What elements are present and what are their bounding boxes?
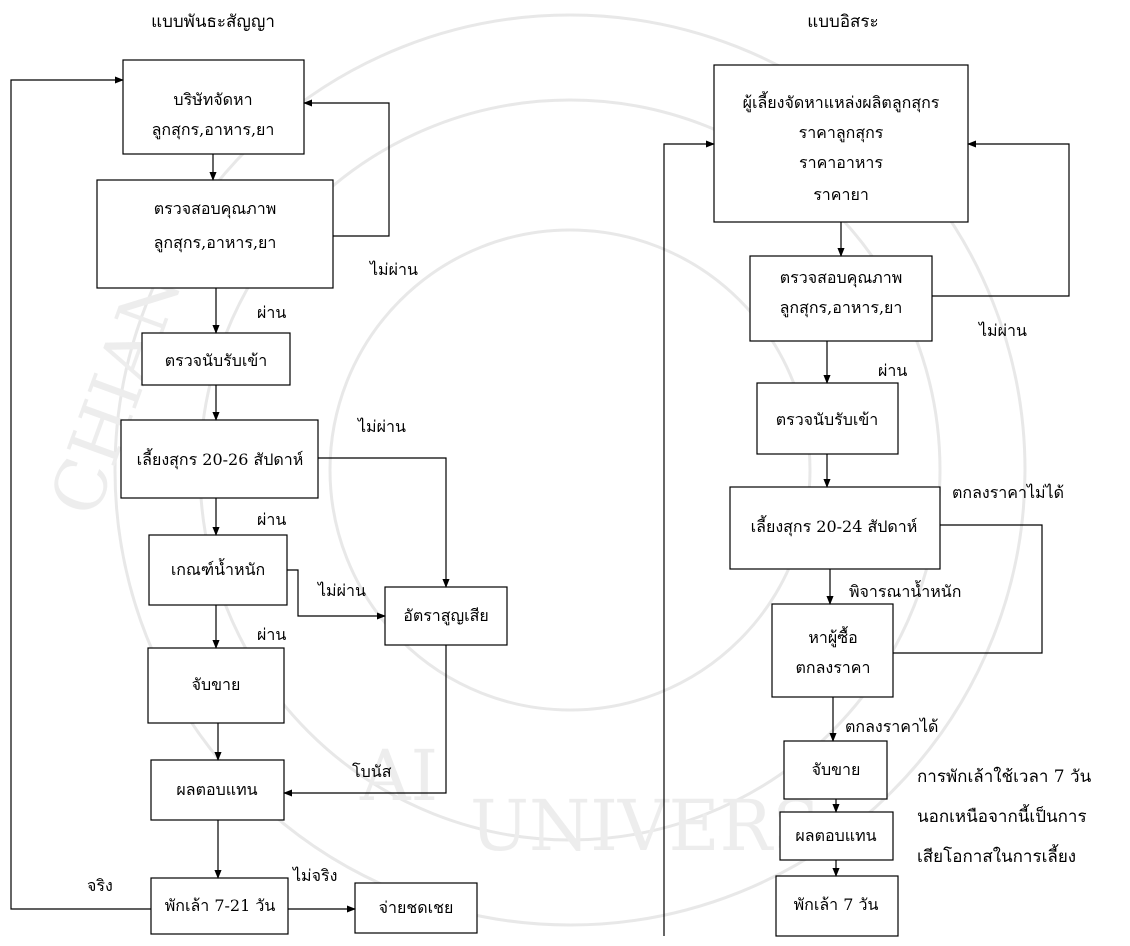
right-box-buyer: หาผู้ซื้อ ตกลงราคา <box>771 603 894 698</box>
right-box-return: ผลตอบแทน <box>779 811 894 861</box>
left-flow: แบบพันธะสัญญา บริษัทจัดหา ลูกสุกร,อาหาร,… <box>10 12 508 935</box>
left-box-supply-line-1: บริษัทจัดหา <box>173 90 252 109</box>
left-label-pass-weight: ผ่าน <box>257 625 286 644</box>
left-box-sell-text: จับขาย <box>192 675 241 694</box>
left-box-receive: ตรวจนับรับเข้า <box>141 332 291 386</box>
right-box-supply-line-1: ผู้เลี้ยงจัดหาแหล่งผลิตลูกสุกร <box>743 91 940 113</box>
right-note-line-3: เสียโอกาสในการเลี้ยง <box>917 844 1076 867</box>
left-label-pass-raise: ผ่าน <box>257 510 286 529</box>
svg-text:UNIVERS: UNIVERS <box>470 785 820 867</box>
left-label-true: จริง <box>87 876 113 895</box>
right-label-deal: ตกลงราคาได้ <box>845 717 938 736</box>
left-box-inspect: ตรวจสอบคุณภาพ ลูกสุกร,อาหาร,ยา <box>96 179 334 289</box>
right-box-supply-line-3: ราคาอาหาร <box>799 153 883 172</box>
right-note-line-1: การพักเล้าใช้เวลา 7 วัน <box>917 766 1092 787</box>
svg-text:AI: AI <box>359 735 438 817</box>
left-title: แบบพันธะสัญญา <box>151 12 275 32</box>
left-box-compensate: จ่ายชดเชย <box>354 882 478 934</box>
right-box-return-text: ผลตอบแทน <box>795 826 876 845</box>
right-box-receive-text: ตรวจนับรับเข้า <box>776 410 879 429</box>
right-side-note: การพักเล้าใช้เวลา 7 วัน นอกเหนือจากนี้เป… <box>917 766 1092 867</box>
right-box-receive: ตรวจนับรับเข้า <box>756 382 899 455</box>
right-box-inspect: ตรวจสอบคุณภาพ ลูกสุกร,อาหาร,ยา <box>749 255 933 342</box>
right-label-consider-weight: พิจารณาน้ำหนัก <box>849 580 961 601</box>
right-box-supply-line-2: ราคาลูกสุกร <box>799 123 884 143</box>
left-label-bonus: โบนัส <box>352 762 392 781</box>
right-box-buyer-line-1: หาผู้ซื้อ <box>808 626 857 648</box>
right-label-fail: ไม่ผ่าน <box>977 321 1027 340</box>
left-label-pass-inspect: ผ่าน <box>257 303 286 322</box>
right-box-inspect-line-1: ตรวจสอบคุณภาพ <box>780 268 903 288</box>
left-box-raise-text: เลี้ยงสุกร 20-26 สัปดาห์ <box>137 448 304 470</box>
left-box-compensate-text: จ่ายชดเชย <box>379 898 454 917</box>
left-box-rest-text: พักเล้า 7-21 วัน <box>165 896 276 915</box>
left-box-weight: เกณฑ์น้ำหนัก <box>148 534 288 606</box>
left-box-weight-text: เกณฑ์น้ำหนัก <box>171 558 265 579</box>
right-box-sell: จับขาย <box>783 740 888 800</box>
left-box-sell: จับขาย <box>147 647 285 724</box>
left-label-fail-inspect: ไม่ผ่าน <box>368 260 418 279</box>
left-box-return-text: ผลตอบแทน <box>176 780 257 799</box>
right-box-supply-line-4: ราคายา <box>813 185 869 204</box>
right-connectors <box>663 140 1070 936</box>
left-box-supply: บริษัทจัดหา ลูกสุกร,อาหาร,ยา <box>122 59 305 155</box>
left-label-fail-raise: ไม่ผ่าน <box>356 417 406 436</box>
left-box-receive-text: ตรวจนับรับเข้า <box>165 351 268 370</box>
left-box-supply-line-2: ลูกสุกร,อาหาร,ยา <box>152 120 275 140</box>
right-box-raise: เลี้ยงสุกร 20-24 สัปดาห์ <box>729 486 941 570</box>
right-box-rest: พักเล้า 7 วัน <box>775 875 899 937</box>
right-box-buyer-line-2: ตกลงราคา <box>796 658 871 677</box>
right-box-inspect-line-2: ลูกสุกร,อาหาร,ยา <box>780 298 903 318</box>
right-label-pass: ผ่าน <box>878 361 907 380</box>
left-box-rest: พักเล้า 7-21 วัน <box>150 877 289 935</box>
right-box-rest-text: พักเล้า 7 วัน <box>794 895 879 914</box>
right-box-supply: ผู้เลี้ยงจัดหาแหล่งผลิตลูกสุกร ราคาลูกสุ… <box>713 64 969 223</box>
right-label-no-deal: ตกลงราคาไม่ได้ <box>952 483 1064 502</box>
left-label-false: ไม่จริง <box>291 866 337 885</box>
right-flow: แบบอิสระ ผู้เลี้ยงจัดหาแหล่งผลิตลูกสุกร … <box>663 12 1092 937</box>
left-box-inspect-line-1: ตรวจสอบคุณภาพ <box>154 199 277 219</box>
left-connectors <box>10 76 450 913</box>
left-box-inspect-line-2: ลูกสุกร,อาหาร,ยา <box>154 233 277 253</box>
left-box-loss: อัตราสูญเสีย <box>384 586 508 646</box>
left-label-fail-weight: ไม่ผ่าน <box>316 581 366 600</box>
right-title: แบบอิสระ <box>807 12 878 32</box>
left-box-loss-text: อัตราสูญเสีย <box>403 606 489 626</box>
left-box-raise: เลี้ยงสุกร 20-26 สัปดาห์ <box>120 419 319 499</box>
left-box-return: ผลตอบแทน <box>150 759 285 821</box>
right-note-line-2: นอกเหนือจากนี้เป็นการ <box>917 804 1087 827</box>
right-box-sell-text: จับขาย <box>812 760 861 779</box>
right-box-raise-text: เลี้ยงสุกร 20-24 สัปดาห์ <box>751 515 918 537</box>
